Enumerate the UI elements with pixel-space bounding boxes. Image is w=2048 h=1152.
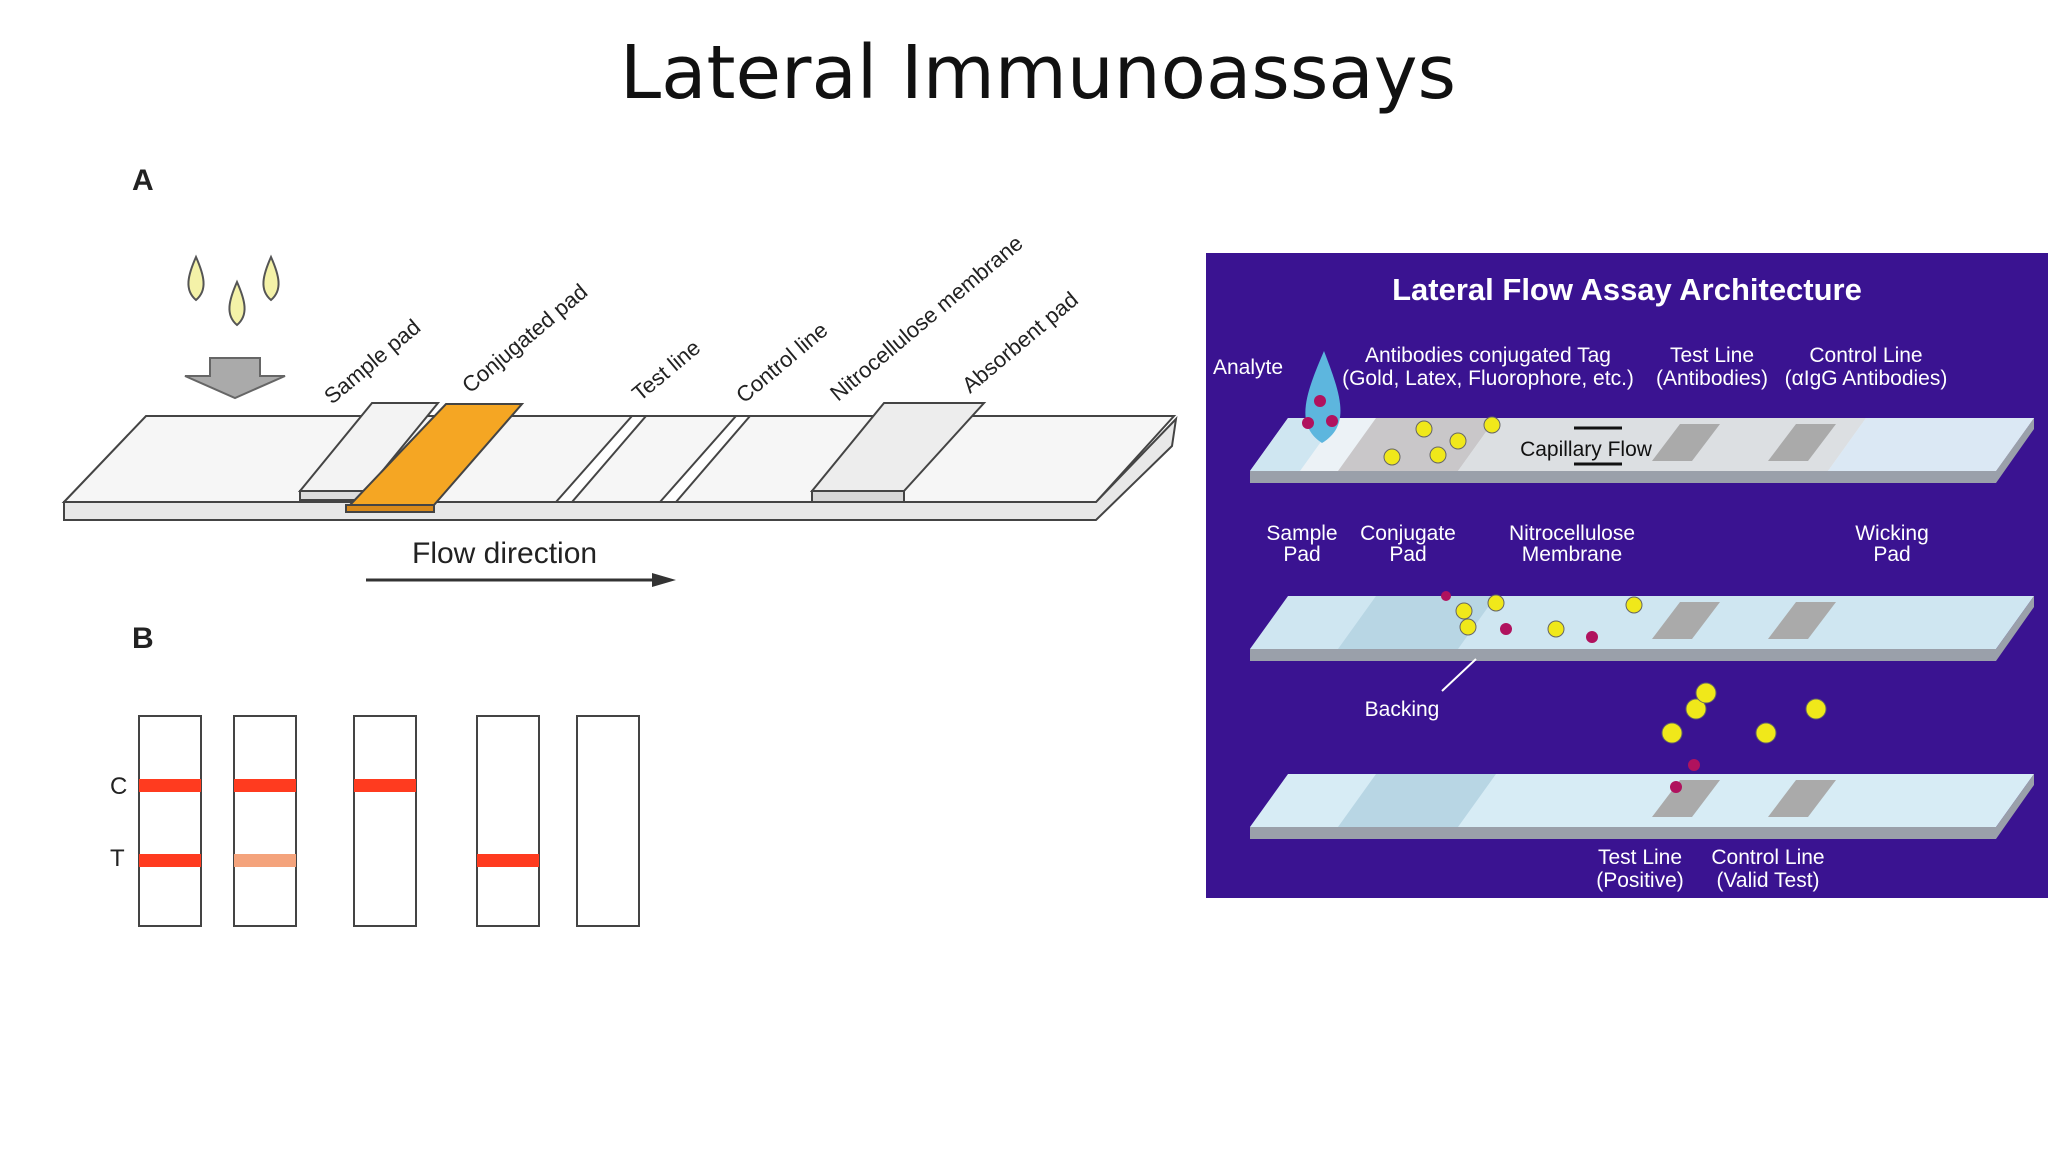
lfa-gold-particles-top — [1383, 416, 1501, 466]
lfa-gold-particles-bottom — [1661, 682, 1827, 744]
lfa-membrane-label-2: Membrane — [1522, 543, 1622, 566]
label-conjugated-pad: Conjugated pad — [457, 279, 592, 398]
lfa-backing-label: Backing — [1365, 698, 1440, 721]
label-nitrocellulose-membrane: Nitrocellulose membrane — [825, 230, 1027, 406]
lfa-gold-particles-middle — [1455, 594, 1643, 638]
lfa-title: Lateral Flow Assay Architecture — [1392, 272, 1862, 307]
lfa-analyte-icons — [1302, 395, 1338, 429]
result-strips — [138, 715, 640, 927]
flow-direction-label: Flow direction — [412, 537, 597, 570]
lfa-wicking-pad-label-1: Wicking — [1855, 522, 1929, 545]
panel-label-a: A — [132, 164, 154, 197]
lfa-tag-label-2: (Gold, Latex, Fluorophore, etc.) — [1342, 367, 1634, 390]
lfa-strip-bottom — [1250, 774, 2034, 839]
lfa-conjugate-pad-label-1: Conjugate — [1360, 522, 1456, 545]
lfa-test-positive-label-1: Test Line — [1598, 846, 1682, 869]
lfa-membrane-label-1: Nitrocellulose — [1509, 522, 1635, 545]
lfa-backing-pointer — [1441, 658, 1477, 692]
slide-title: Lateral Immunoassays — [619, 30, 1457, 116]
lateral-flow-strip-figure: A Sample pad Conjugated pad Test line Co… — [61, 164, 1178, 927]
lfa-control-line-label-2: (αIgG Antibodies) — [1785, 367, 1948, 390]
lfa-wicking-pad-label-2: Pad — [1873, 543, 1910, 566]
lfa-control-line-label-1: Control Line — [1809, 344, 1922, 367]
test-line-band — [139, 854, 201, 867]
lfa-sample-pad-label-2: Pad — [1283, 543, 1320, 566]
result-strip-5 — [576, 715, 640, 927]
lfa-sample-pad-label-1: Sample — [1266, 522, 1337, 545]
flow-direction-arrow-icon — [366, 573, 676, 587]
lfa-control-valid-label-2: (Valid Test) — [1716, 869, 1819, 892]
lfa-analyte-particles-bottom — [1670, 759, 1700, 793]
lfa-capillary-flow-label: Capillary Flow — [1520, 438, 1653, 461]
label-test-line: Test line — [627, 335, 705, 406]
strip-outline — [476, 715, 540, 927]
row-label-control: C — [110, 773, 127, 800]
control-line-band — [139, 779, 201, 792]
lfa-test-line-label-2: (Antibodies) — [1656, 367, 1768, 390]
lfa-conjugate-pad-label-2: Pad — [1389, 543, 1426, 566]
result-strip-1 — [138, 715, 202, 927]
strip-outline — [576, 715, 640, 927]
strip-outline — [138, 715, 202, 927]
control-line-band — [234, 779, 296, 792]
result-strip-2 — [233, 715, 297, 927]
strip-diagram — [61, 402, 1178, 521]
lfa-tag-label-1: Antibodies conjugated Tag — [1365, 344, 1611, 367]
sample-drops-icon — [187, 254, 280, 327]
result-strip-4 — [476, 715, 540, 927]
lfa-test-line-label-1: Test Line — [1670, 344, 1754, 367]
lfa-capillary-flow-arrow-icon — [1574, 426, 1622, 466]
panel-label-b: B — [132, 622, 154, 655]
lfa-analyte-particles-middle — [1441, 591, 1598, 643]
lfa-analyte-label: Analyte — [1213, 356, 1283, 379]
label-sample-pad: Sample pad — [319, 314, 425, 409]
test-line-band — [234, 854, 296, 867]
sample-arrow-icon — [184, 357, 286, 400]
label-absorbent-pad: Absorbent pad — [957, 287, 1083, 398]
lfa-control-valid-label-1: Control Line — [1711, 846, 1824, 869]
test-line-band — [477, 854, 539, 867]
control-line-band — [354, 779, 416, 792]
label-control-line: Control line — [731, 317, 832, 408]
strip-outline — [233, 715, 297, 927]
strip-outline — [353, 715, 417, 927]
lfa-test-positive-label-2: (Positive) — [1596, 869, 1684, 892]
lfa-architecture-figure: Lateral Flow Assay Architecture Analyte … — [1206, 253, 2048, 898]
row-label-test: T — [110, 845, 125, 872]
result-strip-3 — [353, 715, 417, 927]
